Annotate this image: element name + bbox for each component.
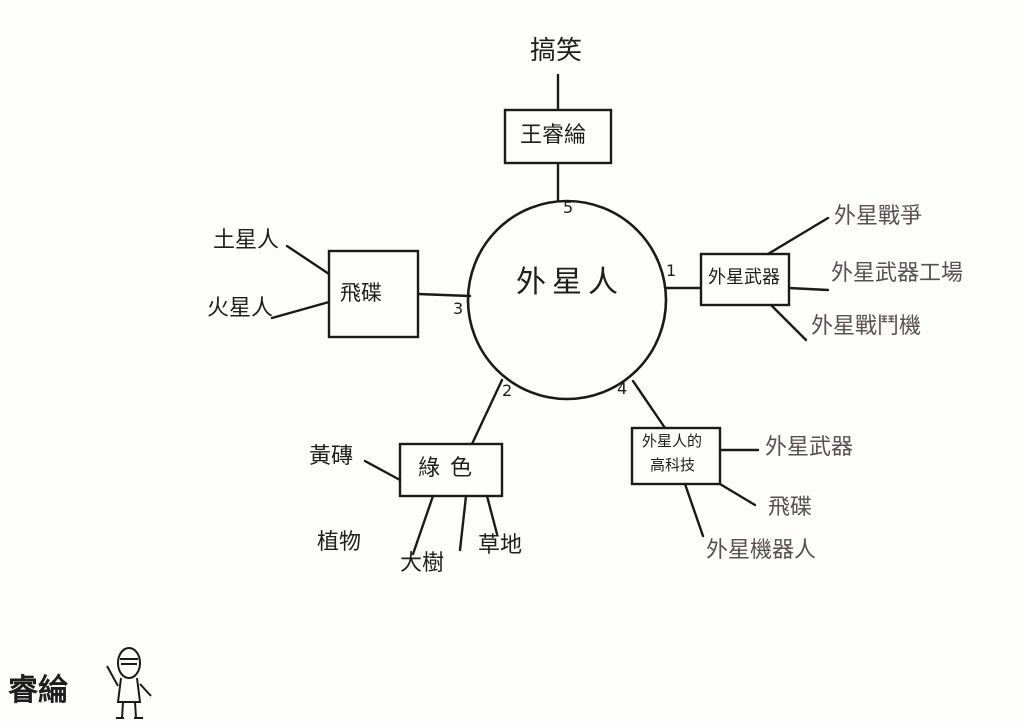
box-top (503, 108, 613, 165)
right-leaf-2: 外星武器工場 (831, 261, 964, 286)
connector-bottom-left (470, 378, 504, 446)
box-bottom-left-label: 綠色 (418, 456, 483, 481)
right-leaf-1: 外星戰爭 (834, 204, 923, 229)
line-bl-leaf-1 (363, 459, 402, 482)
box-left (327, 249, 420, 339)
right-leaf-3: 外星戰鬥機 (811, 314, 922, 339)
line-left-leaf-1 (285, 244, 331, 276)
box-top-label: 王睿綸 (520, 123, 587, 148)
left-leaf-2: 火星人 (207, 296, 274, 321)
box-left-label: 飛碟 (340, 281, 382, 305)
bottom-left-leaf-4: 草地 (478, 533, 523, 558)
branch-number-top: 5 (563, 198, 574, 217)
box-bottom-left (398, 442, 504, 498)
line-br-leaf-2 (718, 482, 757, 507)
line-right-leaf-3 (769, 303, 808, 342)
box-bottom-right (630, 426, 722, 486)
line-bl-leaf-3 (458, 494, 468, 552)
box-right-label: 外星武器 (708, 267, 780, 288)
left-leaf-1: 土星人 (213, 228, 280, 253)
branch-number-left: 3 (453, 299, 464, 318)
bottom-left-leaf-1: 黃磚 (309, 444, 354, 469)
bottom-right-leaf-1: 外星武器 (765, 435, 854, 460)
connector-left (416, 292, 472, 298)
top-leaf-1: 搞笑 (530, 36, 583, 66)
box-bottom-right-label-line-1: 外星人的 (642, 432, 703, 450)
line-bl-leaf-4 (485, 494, 499, 536)
branch-number-bottom-right: 4 (617, 379, 628, 398)
line-right-leaf-1 (766, 216, 830, 256)
bottom-right-leaf-2: 飛碟 (768, 495, 813, 520)
line-right-leaf-2 (787, 286, 830, 292)
box-bottom-right-label-line-2: 高科技 (650, 456, 696, 474)
connector-bottom-right (631, 379, 667, 430)
line-br-leaf-3 (683, 482, 705, 538)
branch-number-right: 1 (666, 261, 677, 280)
bottom-right-leaf-3: 外星機器人 (706, 538, 817, 563)
stick-figure-drawing (106, 647, 152, 719)
line-bl-leaf-2 (411, 494, 435, 556)
author-signature: 睿綸 (8, 673, 68, 708)
bottom-left-leaf-3: 大樹 (400, 551, 445, 576)
center-circle (466, 199, 668, 401)
box-right (699, 252, 791, 307)
center-label: 外星人 (516, 265, 624, 300)
branch-number-bottom-left: 2 (502, 381, 513, 400)
line-left-leaf-2 (270, 300, 331, 320)
bottom-left-leaf-2: 植物 (317, 530, 362, 555)
